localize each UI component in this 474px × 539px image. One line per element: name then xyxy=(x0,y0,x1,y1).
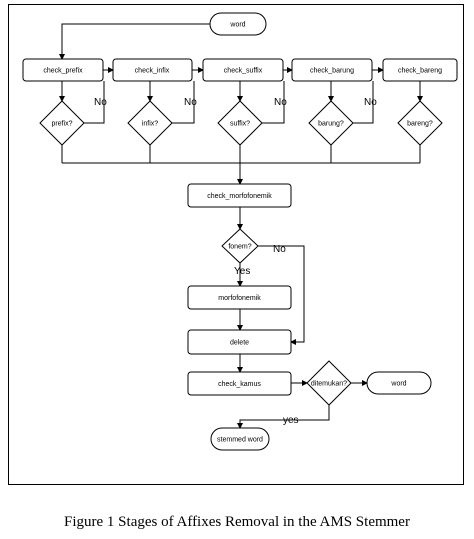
node-delete: delete xyxy=(187,329,292,355)
node-check-bareng: check_bareng xyxy=(382,58,458,82)
node-word-end: word xyxy=(366,371,432,395)
figure-caption: Figure 1 Stages of Affixes Removal in th… xyxy=(64,514,410,530)
node-check-barung: check_barung xyxy=(291,58,373,82)
node-check-prefix-label: check_prefix xyxy=(43,68,83,75)
node-fonem-decision-label: fonem? xyxy=(228,244,251,251)
edge-barung-no xyxy=(353,81,374,124)
node-word-start: word xyxy=(209,12,267,36)
edge-prefix-no xyxy=(84,81,105,124)
node-bareng-decision: bareng? xyxy=(397,100,443,146)
node-ditemukan-decision-label: ditemukan? xyxy=(311,381,347,388)
edge-ditemukan-yes xyxy=(237,405,330,429)
node-suffix-decision: suffix? xyxy=(217,100,263,146)
node-prefix-decision-label: prefix? xyxy=(51,121,72,128)
label-yes-ditemukan: yes xyxy=(283,415,299,426)
edge-infix-no xyxy=(172,81,195,124)
node-delete-label: delete xyxy=(230,340,249,347)
node-check-suffix: check_suffix xyxy=(202,58,284,82)
node-ditemukan-decision: ditemukan? xyxy=(306,360,352,406)
node-stemmed-word: stemmed word xyxy=(210,427,270,451)
node-infix-decision: infix? xyxy=(127,100,173,146)
node-check-prefix: check_prefix xyxy=(22,58,104,82)
node-check-bareng-label: check_bareng xyxy=(398,68,442,75)
label-no-prefix: No xyxy=(94,97,107,108)
label-no-infix: No xyxy=(184,97,197,108)
edge-suffix-no xyxy=(262,81,285,124)
node-bareng-decision-label: bareng? xyxy=(407,121,433,128)
node-barung-decision: barung? xyxy=(308,100,354,146)
node-check-barung-label: check_barung xyxy=(310,68,354,75)
label-no-suffix: No xyxy=(274,97,287,108)
node-check-morfofonemik: check_morfofonemik xyxy=(187,183,292,208)
node-check-suffix-label: check_suffix xyxy=(224,68,263,75)
figure-frame xyxy=(8,4,464,485)
label-no-fonem: No xyxy=(273,244,286,255)
node-check-morfofonemik-label: check_morfofonemik xyxy=(207,193,272,200)
node-word-start-label: word xyxy=(229,22,245,29)
node-morfofonemik: morfofonemik xyxy=(187,285,292,310)
node-morfofonemik-label: morfofonemik xyxy=(218,295,261,302)
node-infix-decision-label: infix? xyxy=(142,121,158,128)
node-fonem-decision: fonem? xyxy=(221,228,259,264)
node-word-end-label: word xyxy=(390,381,406,388)
node-check-infix-label: check_infix xyxy=(135,68,170,75)
node-stemmed-word-label: stemmed word xyxy=(217,437,263,444)
flowchart: word check_prefix check_infix check_suff… xyxy=(22,12,458,451)
label-yes-fonem: Yes xyxy=(234,266,250,277)
node-check-infix: check_infix xyxy=(112,58,193,82)
label-no-barung: No xyxy=(364,97,377,108)
node-suffix-decision-label: suffix? xyxy=(230,121,250,128)
edge-word-to-check-prefix xyxy=(59,23,210,60)
node-barung-decision-label: barung? xyxy=(318,121,344,128)
node-prefix-decision: prefix? xyxy=(39,100,85,146)
node-check-kamus-label: check_kamus xyxy=(218,381,261,388)
edges xyxy=(59,23,423,429)
edge-fonem-no xyxy=(258,245,305,345)
node-check-kamus: check_kamus xyxy=(187,371,292,396)
